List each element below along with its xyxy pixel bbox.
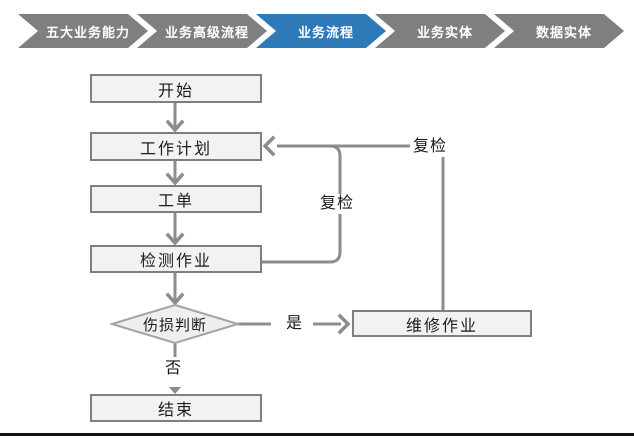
connector-recheck-outer — [277, 144, 445, 310]
node-work-plan: 工作计划 — [90, 132, 262, 161]
nav-step-label: 数据实体 — [535, 24, 592, 40]
nav-step-label: 业务高级流程 — [164, 24, 249, 40]
arrowhead-down-icon — [165, 232, 185, 246]
arrowhead-left-icon — [262, 135, 276, 157]
node-label: 检测作业 — [139, 253, 212, 270]
node-label: 结束 — [157, 402, 194, 419]
bottom-border-line — [0, 433, 634, 436]
node-label: 维修作业 — [405, 317, 478, 335]
nav-step-business-capabilities[interactable]: 五大业务能力 — [18, 14, 148, 48]
node-end: 结束 — [90, 394, 262, 422]
nav-step-label: 业务实体 — [416, 24, 473, 40]
edge-label-yes: 是 — [283, 314, 307, 334]
node-damage-decision: 伤损判断 — [113, 313, 237, 335]
node-inspection: 检测作业 — [90, 245, 262, 273]
decision-diamond-shape — [108, 303, 242, 345]
nav-step-label: 业务流程 — [297, 24, 354, 40]
node-start: 开始 — [90, 74, 262, 103]
node-label: 开始 — [157, 82, 194, 100]
node-label: 工作计划 — [139, 140, 212, 158]
arrowhead-small-down-icon — [169, 387, 181, 394]
arrowhead-down-icon — [165, 172, 185, 186]
edge-label-recheck-inner: 复检 — [317, 194, 358, 214]
nav-step-high-level-process[interactable]: 业务高级流程 — [137, 14, 267, 48]
nav-step-business-entity[interactable]: 业务实体 — [375, 14, 505, 48]
arrowhead-down-icon — [165, 292, 185, 306]
node-label: 伤损判断 — [142, 316, 207, 334]
edge-label-recheck-outer: 复检 — [410, 137, 451, 157]
nav-step-label: 五大业务能力 — [45, 24, 130, 40]
node-label: 工单 — [157, 193, 194, 210]
node-work-order: 工单 — [90, 185, 262, 213]
arrowhead-right-icon — [337, 313, 351, 335]
arrowhead-down-icon — [165, 119, 185, 133]
nav-step-business-process-active[interactable]: 业务流程 — [256, 14, 386, 48]
nav-step-data-entity[interactable]: 数据实体 — [494, 14, 624, 48]
node-repair: 维修作业 — [352, 310, 532, 337]
edge-label-no: 否 — [162, 359, 186, 379]
